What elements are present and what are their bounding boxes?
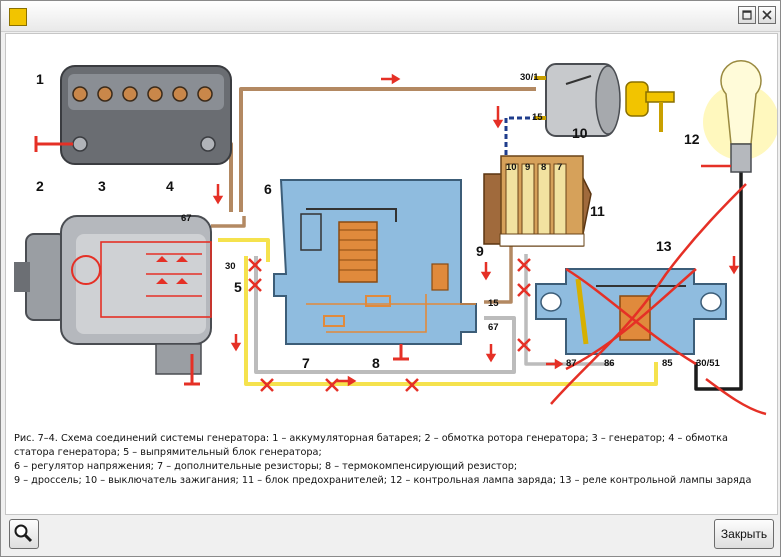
terminal-30-1: 30/1 — [520, 72, 539, 83]
wire-generator-brown — [211, 216, 246, 228]
wire-fuse-regulator — [484, 239, 513, 304]
terminal-30-51: 30/51 — [696, 358, 720, 369]
callout-9: 9 — [476, 243, 484, 259]
caption-line-4: 9 – дроссель; 10 – выключатель зажигания… — [14, 475, 752, 486]
magnifier-icon — [14, 524, 33, 543]
content-panel: 1 2 3 4 5 6 7 8 9 10 11 12 13 67 — [5, 33, 779, 515]
fuse-label-8: 8 — [541, 162, 546, 173]
ignition-switch — [534, 63, 675, 137]
zoom-button[interactable] — [9, 519, 39, 549]
terminal-67-generator: 67 — [181, 213, 192, 224]
annotation-marks — [212, 73, 740, 392]
callout-13: 13 — [656, 238, 672, 254]
fuse-label-9: 9 — [525, 162, 530, 173]
close-icon — [762, 10, 772, 20]
terminal-87: 87 — [566, 358, 577, 369]
wire-gray-loop — [254, 256, 516, 374]
terminal-86: 86 — [604, 358, 615, 369]
terminal-15-switch: 15 — [532, 112, 543, 123]
callout-5: 5 — [234, 279, 242, 295]
wire-yellow-bottom — [244, 256, 658, 386]
callout-12: 12 — [684, 131, 700, 147]
close-window-button[interactable] — [758, 6, 776, 24]
close-button[interactable]: Закрыть — [714, 519, 774, 549]
wire-lamp-relay-30 — [694, 172, 743, 391]
fuse-label-7: 7 — [557, 162, 562, 173]
maximize-icon — [742, 10, 752, 20]
caption-line-1: Рис. 7–4. Схема соединений системы генер… — [14, 433, 728, 444]
title-bar — [1, 1, 780, 32]
terminal-15-regulator: 15 — [488, 298, 499, 309]
app-icon — [9, 8, 27, 26]
wire-battery-switch — [239, 87, 536, 212]
charge-lamp — [701, 60, 779, 173]
battery — [34, 65, 232, 165]
wire-switch-15 — [504, 116, 538, 162]
figure-caption: Рис. 7–4. Схема соединений системы генер… — [14, 432, 769, 488]
wire-relay-lamp — [524, 254, 613, 366]
maximize-button[interactable] — [738, 6, 756, 24]
callout-2: 2 — [36, 178, 44, 194]
callout-1: 1 — [36, 71, 44, 87]
hand-drawn-strokes — [550, 183, 767, 416]
callout-3: 3 — [98, 178, 106, 194]
callout-11: 11 — [590, 203, 605, 219]
fuse-block — [483, 155, 592, 247]
terminal-85: 85 — [662, 358, 673, 369]
terminal-67-regulator: 67 — [488, 322, 499, 333]
callout-4: 4 — [166, 178, 174, 194]
wiring-diagram-svg: 1 2 3 4 5 6 7 8 9 10 11 12 13 67 — [14, 60, 779, 416]
callout-8: 8 — [372, 355, 380, 371]
callout-labels: 1 2 3 4 5 6 7 8 9 10 11 12 13 — [36, 71, 700, 371]
callout-7: 7 — [302, 355, 310, 371]
terminal-30-generator: 30 — [225, 261, 236, 272]
wire-yellow-top — [218, 238, 270, 262]
callout-10: 10 — [572, 125, 588, 141]
fuse-label-10: 10 — [506, 162, 517, 173]
wiring-diagram: 1 2 3 4 5 6 7 8 9 10 11 12 13 67 — [6, 34, 779, 424]
footer-bar: Закрыть — [1, 515, 780, 556]
caption-line-3: 6 – регулятор напряжения; 7 – дополнител… — [14, 461, 518, 472]
voltage-regulator — [273, 179, 477, 361]
charge-lamp-relay — [535, 268, 727, 355]
generator — [14, 215, 212, 386]
terminal-labels: 67 30 30/1 15 15 67 87 86 85 30/51 10 9 … — [181, 72, 720, 369]
callout-6: 6 — [264, 181, 272, 197]
caption-line-2: статора генератора; 5 – выпрямительный б… — [14, 447, 322, 458]
